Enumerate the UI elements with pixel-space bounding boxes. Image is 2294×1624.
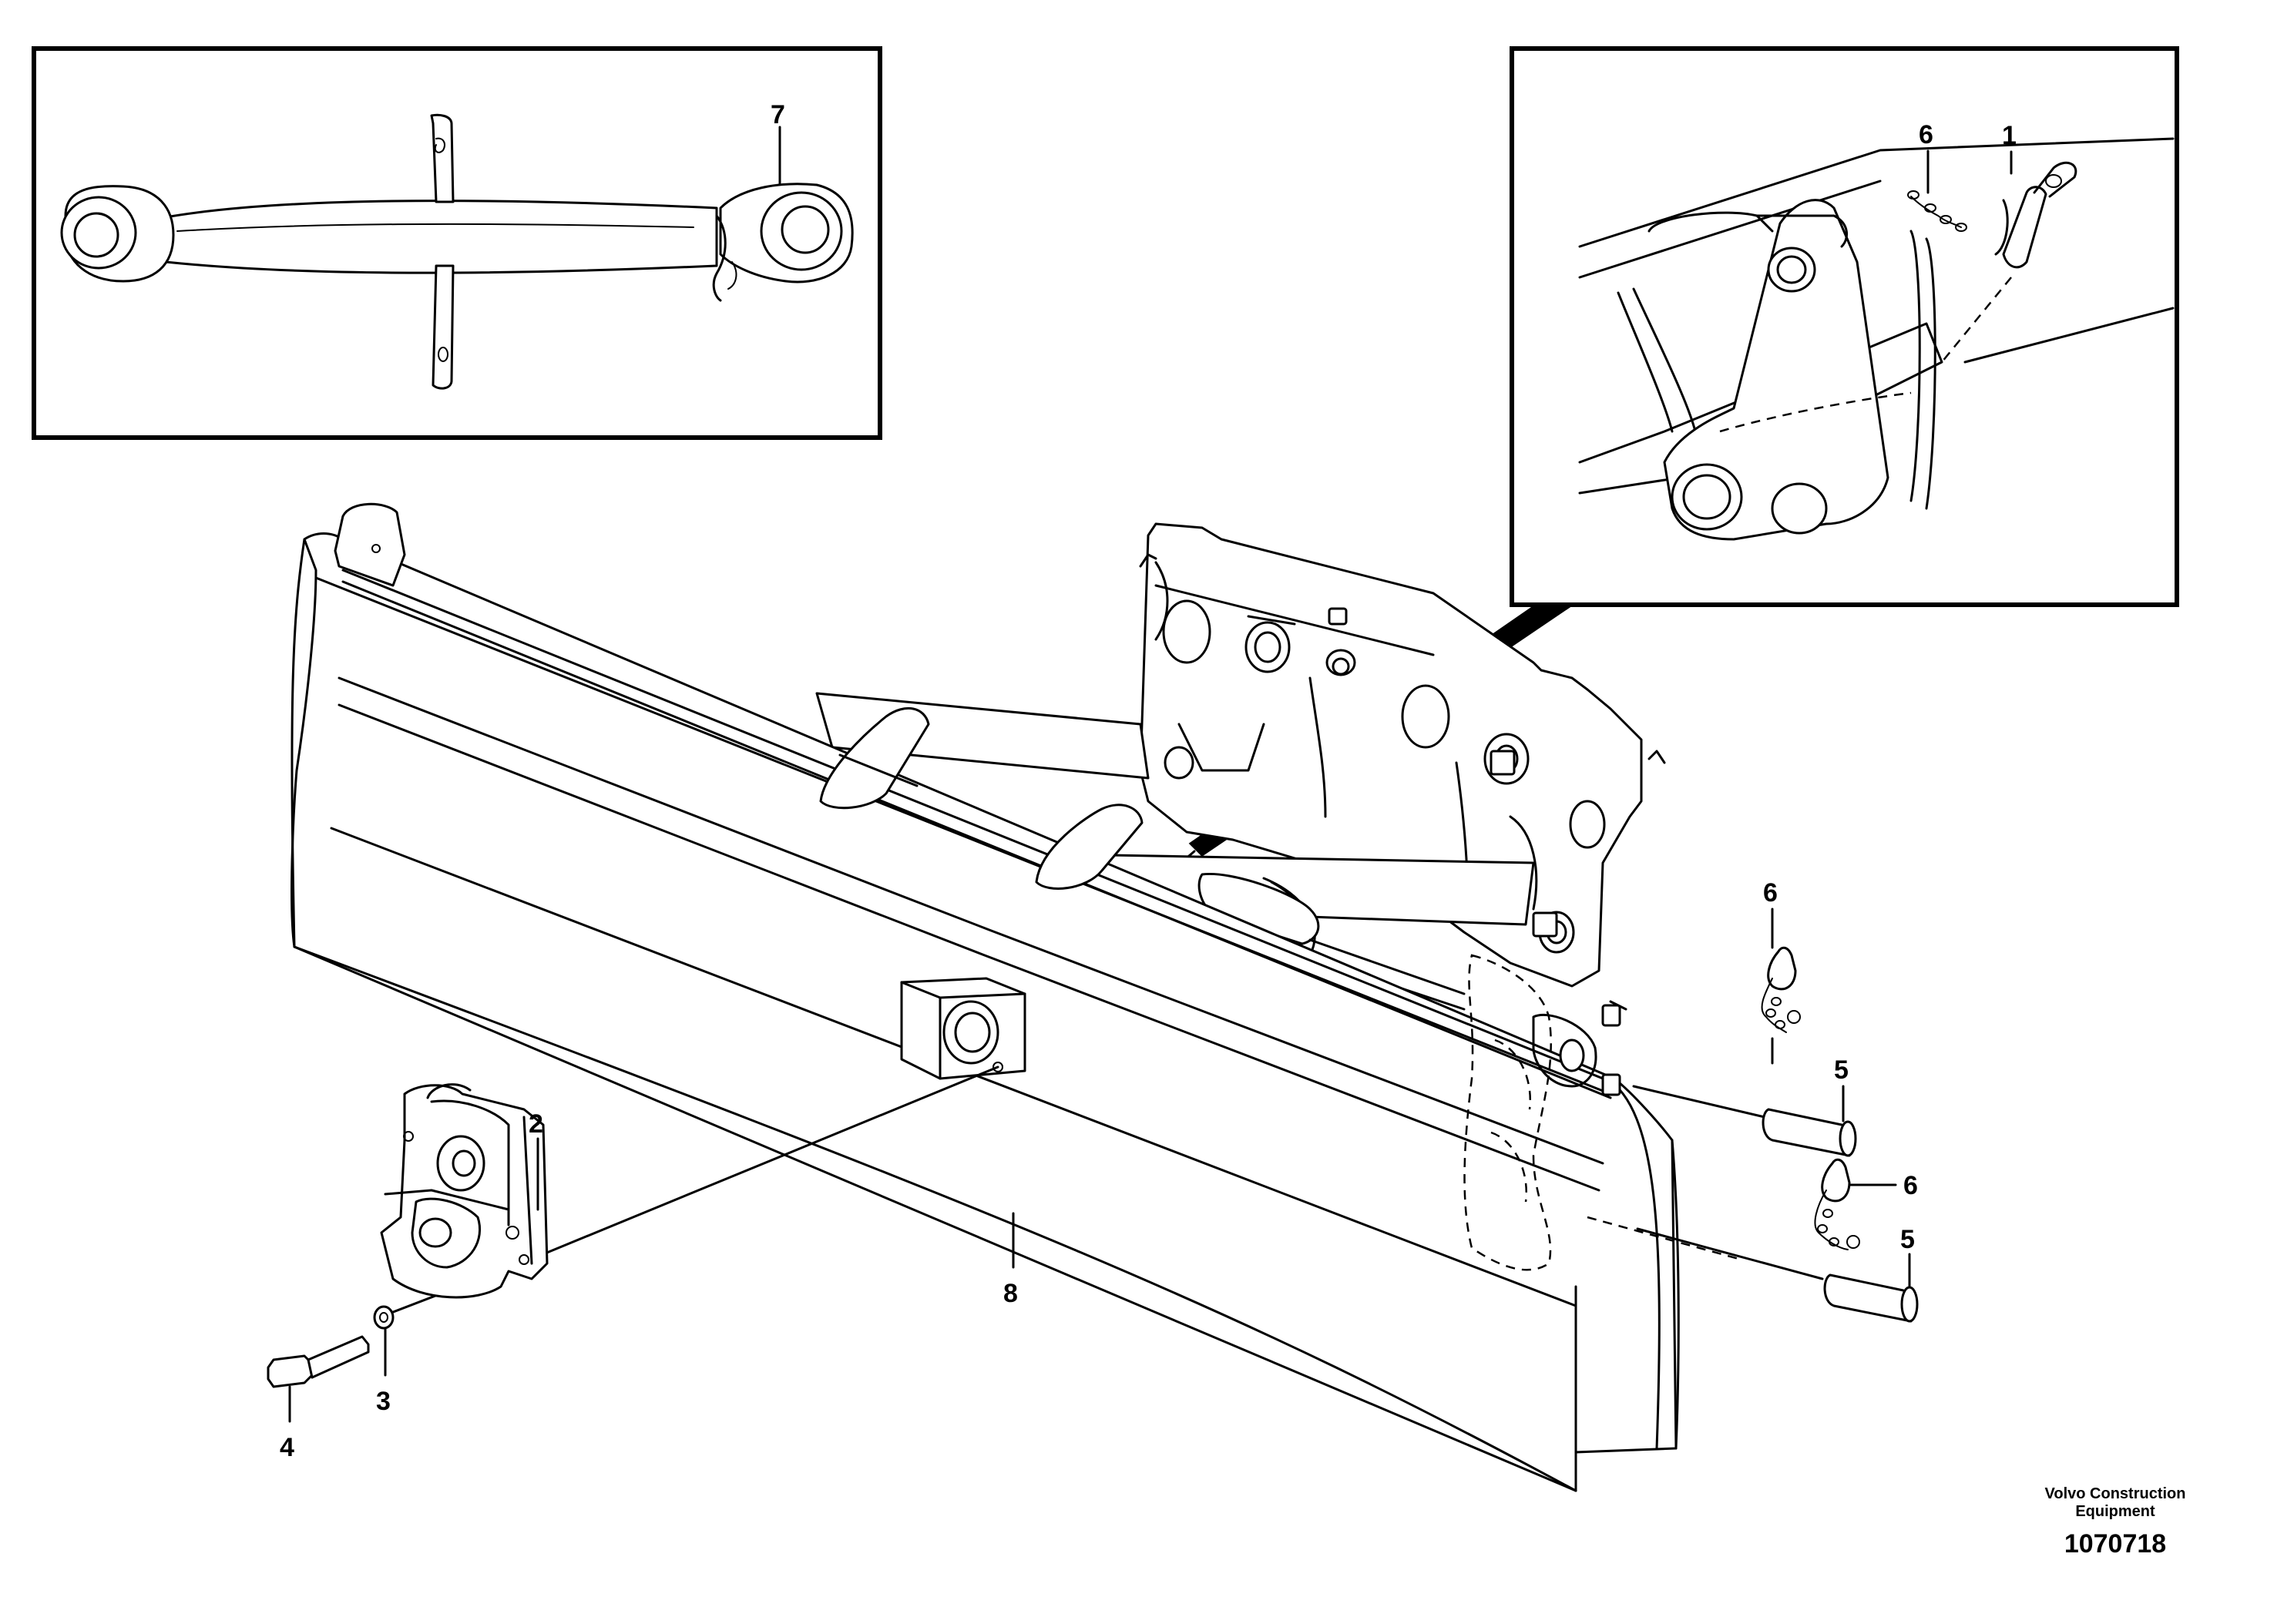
brand-line-1: Volvo Construction: [2045, 1485, 2186, 1502]
callout-6-inset: 6: [1919, 120, 1933, 149]
leader-block-coupling: [538, 1065, 999, 1257]
frame-detail: [1578, 137, 2175, 541]
pin-item-5-lower: 5: [1587, 1216, 1919, 1323]
clip-item-6-lower: 6: [1814, 1158, 1918, 1250]
callout-6-lower: 6: [1903, 1171, 1918, 1200]
document-number: 1070718: [2064, 1529, 2166, 1559]
washer-item-3: 3: [373, 1305, 395, 1416]
clip-item-6-upper: 6: [1761, 878, 1801, 1065]
footer: Volvo Construction Equipment 1070718: [2045, 1485, 2186, 1559]
callout-7: 7: [771, 100, 785, 129]
chain-item-6-detail: [1907, 190, 1967, 232]
callout-2: 2: [529, 1109, 543, 1139]
pin-item-5-upper: 5: [1632, 1055, 1857, 1157]
callout-1: 1: [2002, 121, 2017, 150]
callout-5-upper: 5: [1834, 1055, 1849, 1085]
brand-line-2: Equipment: [2075, 1503, 2155, 1520]
dozer-blade-assembly: 8: [291, 502, 1680, 1492]
callout-4: 4: [280, 1433, 294, 1462]
callout-3: 3: [376, 1387, 391, 1416]
inset-top-link: 7: [32, 46, 882, 440]
callout-5-lower: 5: [1900, 1225, 1915, 1254]
top-link-assembly: [60, 113, 854, 390]
towing-coupling-item-2: 2: [380, 1083, 549, 1299]
callout-6-upper: 6: [1763, 878, 1778, 908]
callout-8: 8: [1003, 1279, 1018, 1308]
lynch-pin-item-1: [1941, 161, 2077, 363]
dozer-blade-item-8: [291, 502, 1680, 1492]
bolt-item-4: 4: [267, 1335, 370, 1462]
